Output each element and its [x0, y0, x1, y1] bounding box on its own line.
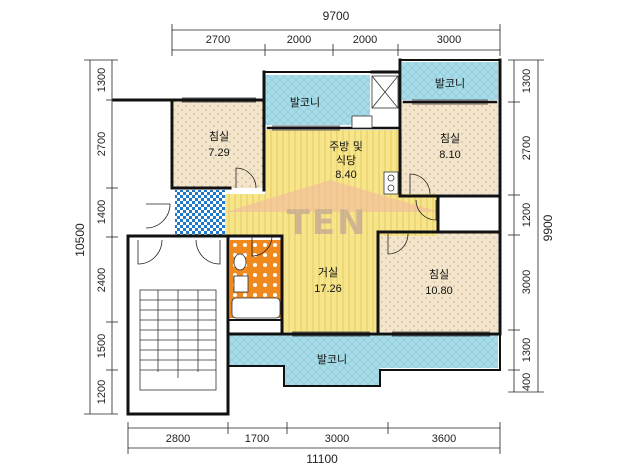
- dim-top-3: 2000: [353, 34, 377, 46]
- label-bedroom-right-area: 8.10: [439, 149, 460, 161]
- label-balcony-top-left: 발코니: [290, 96, 320, 109]
- kitchen-fixtures: [351, 75, 399, 195]
- label-kitchen-name-2: 식당: [336, 154, 356, 167]
- label-balcony-top-right: 발코니: [435, 77, 465, 90]
- label-bedroom-left-name: 침실: [209, 130, 229, 143]
- dim-top-total: 9700: [323, 9, 350, 23]
- dim-top-2: 2000: [287, 34, 311, 46]
- room-labels: 침실 7.29 주방 및 식당 8.40 침실 8.10 거실 17.26 침실…: [208, 77, 465, 366]
- dim-right-1: 1300: [521, 69, 533, 93]
- label-bedroom-right-name: 침실: [440, 132, 460, 145]
- doors: [137, 167, 437, 265]
- stove: [383, 171, 399, 195]
- washbasin: [233, 275, 249, 293]
- label-bedroom-bottom-name: 침실: [429, 268, 449, 281]
- bathtub: [231, 297, 281, 319]
- label-bedroom-bottom-area: 10.80: [425, 285, 453, 297]
- dim-left-1: 1300: [96, 68, 108, 92]
- door-bedroom-bottom: [387, 233, 409, 255]
- door-entry: [145, 203, 171, 229]
- dim-bottom-3: 3000: [325, 433, 349, 445]
- dim-right-3: 1200: [521, 203, 533, 227]
- dim-top-4: 3000: [437, 34, 461, 46]
- dim-right-2: 2700: [521, 136, 533, 160]
- dimension-labels: 9700 2700 2000 2000 3000 2800 1700 3000 …: [73, 9, 555, 466]
- bedroom-left-fill: [174, 100, 264, 188]
- label-living-name: 거실: [318, 266, 338, 279]
- dim-left-2: 2700: [96, 132, 108, 156]
- dim-left-6: 1200: [96, 380, 108, 404]
- door-stair-left: [137, 239, 163, 265]
- label-balcony-bottom: 발코니: [317, 353, 347, 366]
- dim-bottom-4: 3600: [432, 433, 456, 445]
- label-bedroom-left-area: 7.29: [208, 147, 229, 159]
- walls: [112, 58, 502, 416]
- bathroom-fixtures: [231, 253, 281, 319]
- bedroom-right-fill: [402, 102, 498, 194]
- dim-right-5: 1300: [521, 338, 533, 362]
- label-kitchen-area: 8.40: [335, 169, 356, 181]
- toilet: [233, 253, 247, 271]
- dim-top-1: 2700: [206, 34, 230, 46]
- watermark-text: TEN: [287, 203, 368, 243]
- door-bathroom: [251, 235, 273, 257]
- door-bedroom-left: [235, 167, 257, 189]
- stairs: [139, 289, 217, 391]
- dim-left-total: 10500: [73, 223, 87, 257]
- watermark: TEN: [225, 180, 440, 243]
- dim-left-4: 2400: [96, 268, 108, 292]
- balcony-top-right-fill: [402, 62, 498, 100]
- door-hall: [415, 199, 437, 221]
- door-bedroom-right: [409, 173, 431, 195]
- dim-left-3: 1400: [96, 200, 108, 224]
- dimension-lines: [84, 24, 544, 454]
- dim-right-6: 400: [521, 373, 533, 391]
- dim-right-total: 9900: [541, 214, 555, 241]
- dim-right-4: 3000: [521, 270, 533, 294]
- dim-left-5: 1500: [96, 334, 108, 358]
- entry-tile-fill: [175, 190, 225, 236]
- windows: [182, 97, 490, 337]
- balcony-bottom-fill: [228, 333, 498, 385]
- door-stair-right: [195, 239, 221, 265]
- dim-bottom-total: 11100: [306, 452, 338, 466]
- sink: [351, 115, 373, 129]
- bedroom-bottom-fill: [380, 232, 498, 332]
- dim-bottom-1: 2800: [166, 433, 190, 445]
- dim-bottom-2: 1700: [245, 433, 269, 445]
- label-kitchen-name: 주방 및: [329, 140, 363, 153]
- label-living-area: 17.26: [314, 283, 342, 295]
- living-fill: [283, 236, 380, 332]
